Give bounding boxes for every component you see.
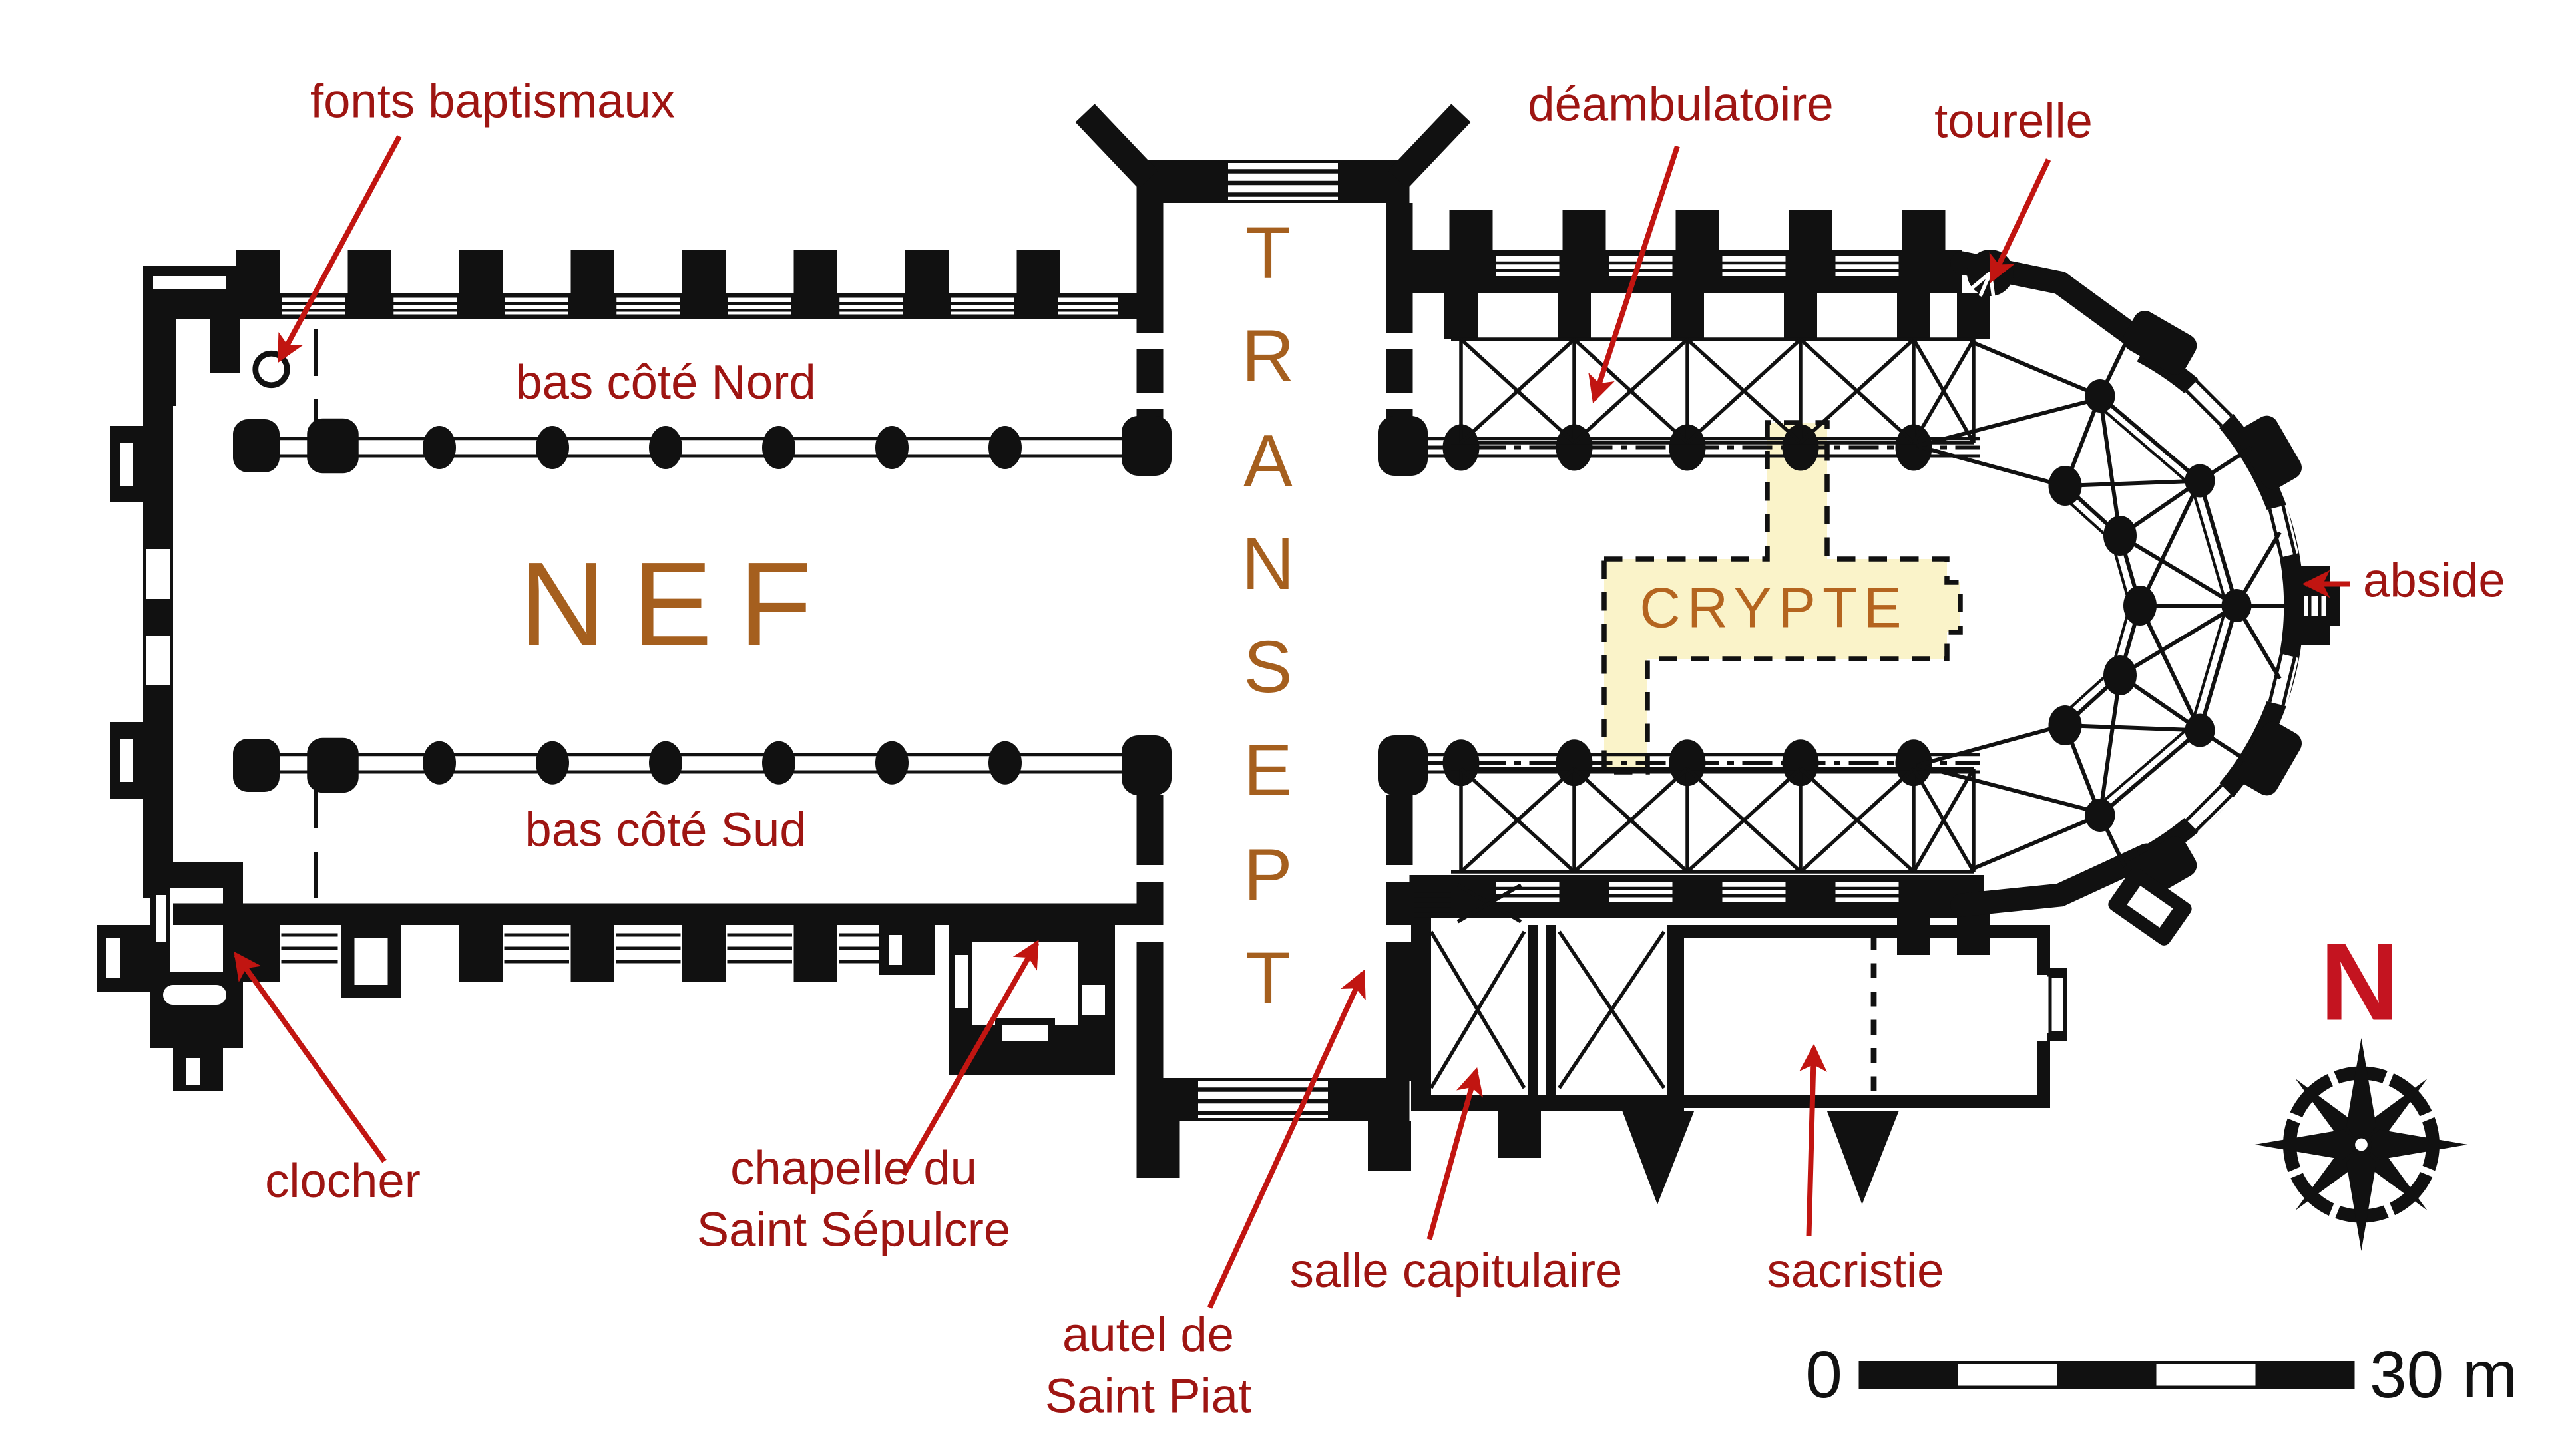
scale-bar — [1858, 1361, 2355, 1389]
north-wall-windows — [281, 297, 1118, 315]
label-chapelle-saint-sepulcre: chapelle du Saint Sépulcre — [697, 1140, 1011, 1263]
arcades — [280, 418, 1980, 793]
southeast-annex — [2108, 868, 2192, 946]
scale-end-value: 30 m — [2370, 1339, 2518, 1413]
transept-letter: T — [1245, 213, 1291, 295]
label-abside: abside — [2363, 554, 2505, 608]
transept-letter: T — [1245, 938, 1291, 1020]
arrow-clocher — [234, 951, 387, 1163]
apse — [1916, 250, 2340, 946]
transept-letter: R — [1241, 316, 1295, 399]
transept-letter: S — [1243, 627, 1293, 709]
nave-columns — [423, 426, 1022, 785]
label-salle-capitulaire: salle capitulaire — [1289, 1245, 1623, 1299]
label-autel-line1: autel de — [1062, 1309, 1235, 1363]
clocher-tower — [97, 862, 243, 1091]
label-bas-cote-sud: bas côté Sud — [525, 804, 807, 858]
sacristie-room — [1622, 925, 2067, 1204]
arrow-tourelle — [1989, 158, 2051, 283]
arrow-fonts-baptismaux — [277, 135, 402, 363]
arrow-deambulatoire — [1588, 145, 1680, 403]
west-front — [97, 266, 318, 1091]
label-deambulatoire: déambulatoire — [1528, 79, 1834, 132]
arrow-salle-capitulaire — [1426, 1067, 1484, 1240]
salle-capitulaire-room — [1411, 883, 1684, 1158]
label-crypte: CRYPTE — [1639, 577, 1908, 641]
label-sacristie: sacristie — [1767, 1245, 1944, 1299]
label-fonts-baptismaux: fonts baptismaux — [310, 75, 676, 129]
label-tourelle: tourelle — [1934, 95, 2093, 149]
transept-letter: A — [1243, 420, 1293, 502]
choir-north-wall — [1409, 210, 1990, 339]
label-chapelle-line2: Saint Sépulcre — [696, 1204, 1011, 1258]
choir-south-wall — [1409, 875, 1990, 955]
ambulatory-vaults — [1451, 337, 1976, 874]
arrow-autel — [1207, 969, 1366, 1309]
transept — [1075, 104, 1471, 1178]
transept-letter: E — [1243, 731, 1293, 813]
arrow-chapelle — [901, 940, 1039, 1176]
abside-tip — [2293, 566, 2340, 645]
leader-arrows — [234, 135, 2350, 1309]
tourelle-turret — [1967, 250, 2014, 298]
crypte-outline — [1601, 420, 1963, 775]
label-clocher: clocher — [265, 1155, 421, 1209]
label-transept: T R A N S E P T — [1231, 213, 1305, 1021]
scale-start-value: 0 — [1805, 1339, 1842, 1413]
label-nef: NEF — [519, 539, 839, 672]
chapelle-saint-sepulcre — [879, 925, 1115, 1075]
transept-letter: N — [1241, 524, 1295, 606]
label-chapelle-line1: chapelle du — [730, 1143, 977, 1196]
compass-rose-icon — [2254, 1038, 2468, 1251]
north-wall — [173, 250, 1140, 319]
label-autel-saint-piat: autel de Saint Piat — [1045, 1306, 1251, 1429]
label-bas-cote-nord: bas côté Nord — [515, 357, 816, 411]
arrow-sacristie — [1799, 1043, 1827, 1236]
transept-letter: P — [1243, 834, 1293, 916]
label-north: N — [2320, 920, 2400, 1043]
label-autel-line2: Saint Piat — [1044, 1371, 1252, 1424]
